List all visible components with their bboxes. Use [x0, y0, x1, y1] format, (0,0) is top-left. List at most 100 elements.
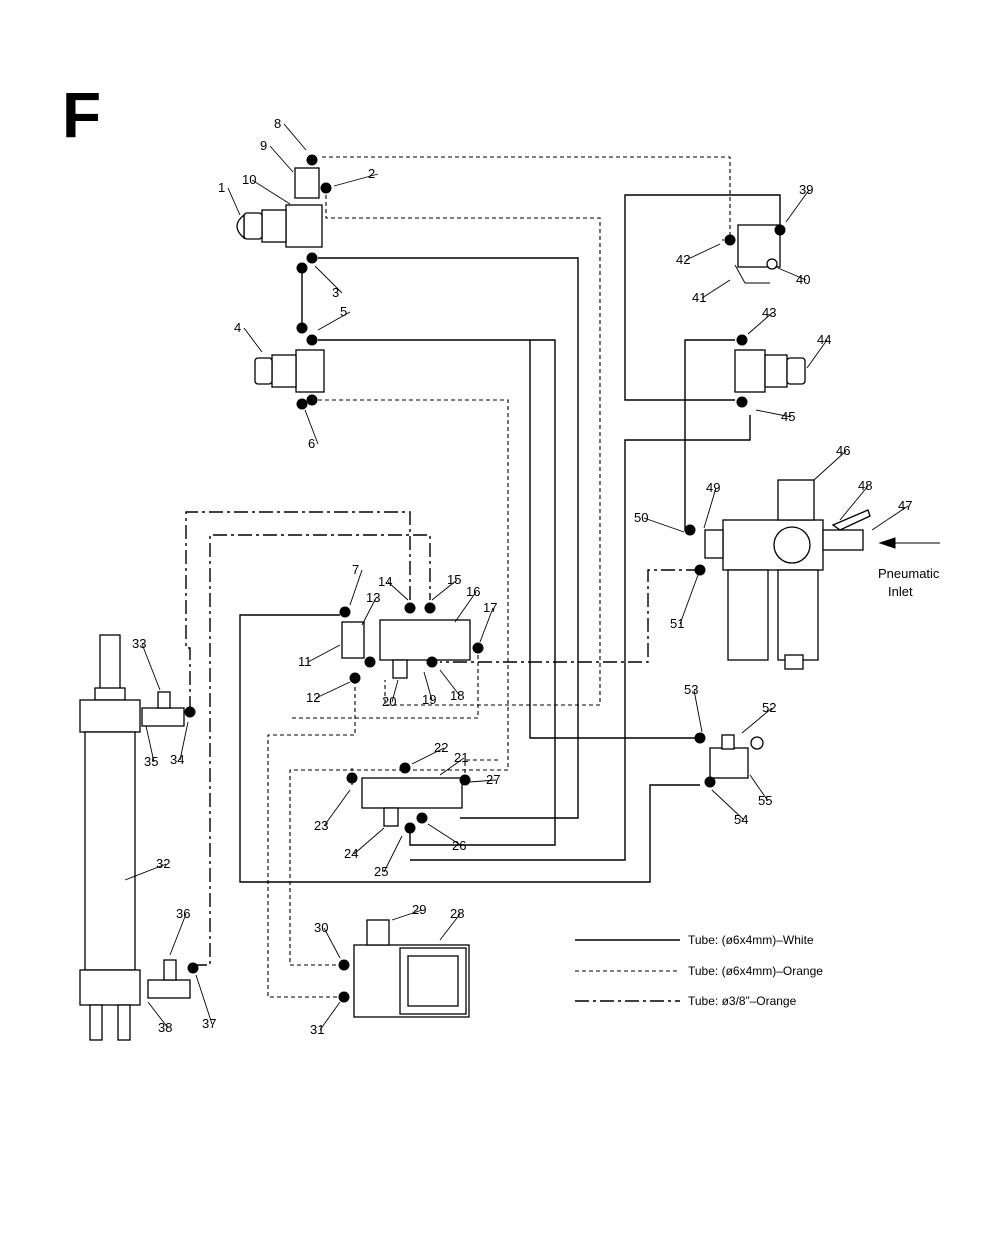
- part-number-52: 52: [762, 700, 776, 715]
- part-number-29: 29: [412, 902, 426, 917]
- part-number-33: 33: [132, 636, 146, 651]
- callout-leader-23: [323, 789, 351, 827]
- legend: Tube: (ø6x4mm)–White Tube: (ø6x4mm)–Oran…: [575, 933, 823, 1008]
- five-port-valve-21: [346, 762, 471, 834]
- part-number-15: 15: [447, 572, 461, 587]
- foot-valve-28: [338, 919, 470, 1018]
- part-number-48: 48: [858, 478, 872, 493]
- part-number-3: 3: [332, 285, 339, 300]
- callout-leader-22: [411, 747, 445, 765]
- part-number-50: 50: [634, 510, 648, 525]
- callout-leader-38: [147, 1001, 169, 1029]
- callout-leader-31: [319, 1001, 341, 1031]
- part-number-37: 37: [202, 1016, 216, 1031]
- push-button-valve-44: [734, 334, 806, 408]
- callout-leader-32: [124, 863, 167, 881]
- callout-leader-49: [703, 487, 717, 529]
- part-number-38: 38: [158, 1020, 172, 1035]
- part-number-18: 18: [450, 688, 464, 703]
- callout-leader-6: [304, 409, 319, 445]
- callout-leader-48: [839, 485, 869, 521]
- part-number-5: 5: [340, 304, 347, 319]
- legend-white-tube: Tube: (ø6x4mm)–White: [688, 933, 814, 947]
- part-number-51: 51: [670, 616, 684, 631]
- part-number-17: 17: [483, 600, 497, 615]
- callout-leader-53: [693, 689, 703, 733]
- callout-leader-39: [785, 189, 810, 223]
- callout-leader-30: [323, 927, 341, 959]
- part-number-32: 32: [156, 856, 170, 871]
- part-number-27: 27: [486, 772, 500, 787]
- callout-leader-18: [439, 669, 461, 697]
- section-letter: F: [62, 79, 101, 151]
- callout-leader-11: [307, 644, 341, 663]
- callout-leader-8: [283, 123, 307, 151]
- pneumatic-inlet-arrow: [878, 537, 940, 549]
- part-number-13: 13: [366, 590, 380, 605]
- callout-leader-55: [749, 774, 769, 802]
- part-number-49: 49: [706, 480, 720, 495]
- part-number-39: 39: [799, 182, 813, 197]
- push-button-valve-1: [236, 154, 332, 274]
- part-number-16: 16: [466, 584, 480, 599]
- part-number-1: 1: [218, 180, 225, 195]
- callout-leader-33: [141, 643, 161, 691]
- callout-leader-19: [423, 671, 433, 701]
- callout-leader-45: [755, 409, 792, 418]
- callout-leader-5: [317, 311, 351, 331]
- part-number-24: 24: [344, 846, 358, 861]
- callout-leader-14: [387, 581, 409, 601]
- callout-leader-4: [243, 327, 263, 353]
- callout-leader-28: [439, 913, 461, 941]
- push-button-valve-4: [254, 322, 325, 410]
- callout-leader-25: [383, 835, 403, 873]
- callout-leader-13: [361, 597, 377, 626]
- callout-leader-20: [391, 679, 399, 703]
- callout-leader-35: [145, 725, 155, 763]
- callout-leader-29: [391, 909, 423, 921]
- part-number-2: 2: [368, 166, 375, 181]
- callout-leader-47: [871, 505, 909, 531]
- part-number-6: 6: [308, 436, 315, 451]
- part-number-34: 34: [170, 752, 184, 767]
- callout-leader-27: [469, 779, 497, 783]
- roller-valve-41: [724, 224, 786, 284]
- part-number-30: 30: [314, 920, 328, 935]
- part-number-22: 22: [434, 740, 448, 755]
- part-number-20: 20: [382, 694, 396, 709]
- part-number-46: 46: [836, 443, 850, 458]
- callout-leader-15: [431, 579, 458, 601]
- callout-leader-54: [711, 789, 745, 821]
- callout-leader-37: [195, 974, 213, 1025]
- callout-leader-36: [169, 913, 187, 956]
- part-number-14: 14: [378, 574, 392, 589]
- part-number-19: 19: [422, 692, 436, 707]
- part-number-53: 53: [684, 682, 698, 697]
- callout-leader-42: [685, 243, 721, 261]
- part-number-41: 41: [692, 290, 706, 305]
- part-number-36: 36: [176, 906, 190, 921]
- part-number-8: 8: [274, 116, 281, 131]
- callout-leader-52: [741, 707, 773, 734]
- callout-leader-24: [353, 827, 385, 855]
- tubes-layer: [185, 156, 781, 998]
- part-number-28: 28: [450, 906, 464, 921]
- callout-leader-46: [813, 450, 847, 481]
- callout-leader-16: [454, 591, 477, 623]
- callout-leader-3: [314, 265, 343, 294]
- part-number-45: 45: [781, 409, 795, 424]
- roller-valve-55: [694, 732, 764, 788]
- callout-leader-10: [251, 179, 291, 205]
- part-number-44: 44: [817, 332, 831, 347]
- part-number-9: 9: [260, 138, 267, 153]
- part-number-25: 25: [374, 864, 388, 879]
- part-number-35: 35: [144, 754, 158, 769]
- part-number-43: 43: [762, 305, 776, 320]
- air-cylinder-32: [79, 634, 199, 1041]
- callout-leader-1: [227, 187, 241, 216]
- part-number-26: 26: [452, 838, 466, 853]
- callout-leader-41: [701, 279, 731, 299]
- callout-leader-9: [269, 145, 294, 173]
